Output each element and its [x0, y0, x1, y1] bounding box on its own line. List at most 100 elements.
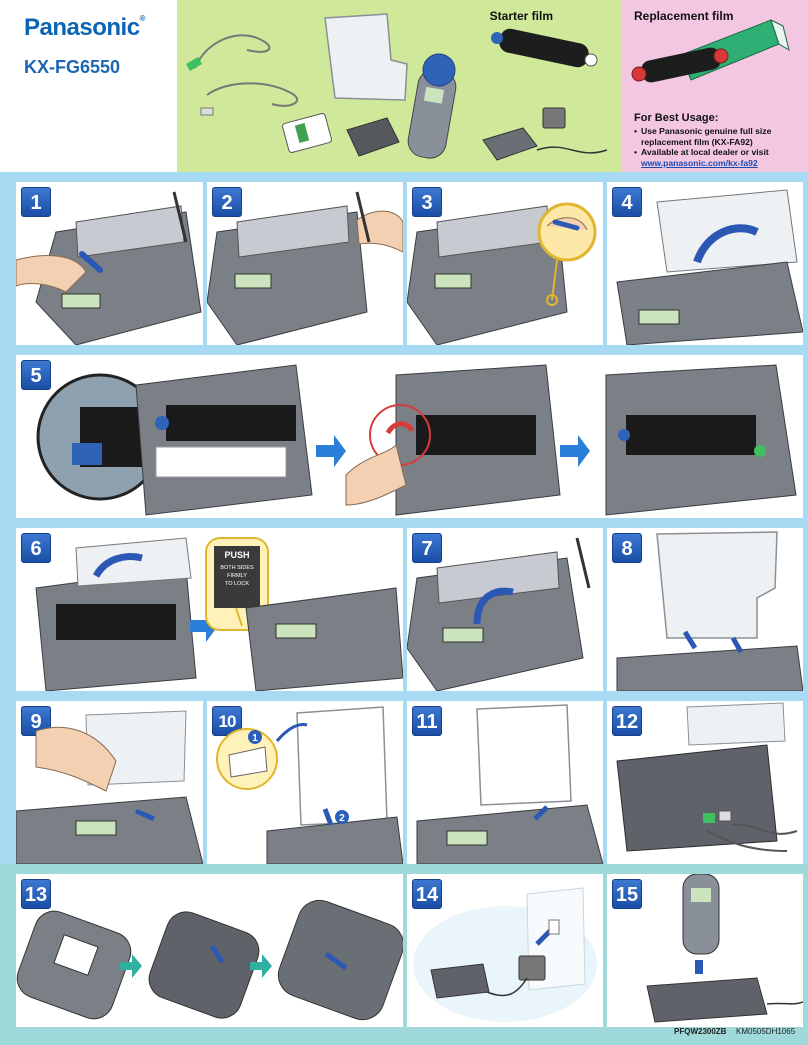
attach-paper-tray-illustration [616, 531, 803, 691]
push-label-line: TO LOCK [225, 581, 249, 587]
arrow-icon [473, 587, 514, 625]
step-4-panel: 4 [607, 182, 803, 345]
step-4-badge: 4 [612, 187, 642, 217]
replacement-roll-icon [641, 47, 721, 83]
charger-icon [430, 963, 490, 999]
next-arrow-icon [120, 954, 142, 978]
arrow-icon [134, 808, 156, 822]
replacement-film-title: Replacement film [634, 9, 734, 23]
step-5-badge: 5 [21, 360, 51, 390]
step-13-panel: 13 [16, 874, 403, 1027]
arrow-icon [730, 636, 744, 654]
step-2-badge: 2 [212, 187, 242, 217]
next-arrow-icon [316, 435, 346, 467]
steps-row-1: 1 2 3 4 [0, 172, 808, 345]
film-roll-icon [499, 28, 589, 68]
install-battery-illustration [16, 899, 403, 1021]
steps-row-3: 6 PUSH BOTH SIDES FIRMLY TO LOCK 7 [0, 518, 808, 691]
arrow-icon [552, 219, 580, 231]
step-12-panel: 12 [607, 701, 803, 864]
arrow-icon [79, 251, 103, 273]
step-9-panel: 9 [16, 701, 203, 864]
fax-press-release-illustration [407, 202, 597, 345]
ac-adaptor-icon [518, 955, 546, 981]
step-1-panel: 1 [16, 182, 203, 345]
push-label-line: FIRMLY [227, 573, 247, 579]
replacement-film-section: Replacement film For Best Usage: Use Pan… [621, 0, 808, 172]
fax-rear-icon [616, 744, 778, 852]
handset-icon [682, 874, 720, 955]
film-roll-icon [166, 405, 296, 441]
arrow-icon [682, 630, 698, 650]
handset-cord-icon [206, 82, 298, 107]
step-3-badge: 3 [412, 187, 442, 217]
starter-film-section: Starter film [177, 0, 621, 172]
arrow-icon [324, 951, 348, 971]
step-2-panel: 2 [207, 182, 403, 345]
arrow-icon [533, 805, 549, 821]
fax-lift-cover-illustration [616, 189, 803, 345]
insert-film-illustration [36, 364, 797, 516]
charger-icon [482, 127, 538, 161]
ac-adaptor-icon [542, 107, 566, 129]
brand-logo: Panasonic® [24, 14, 145, 41]
connect-charger-illustration [413, 887, 597, 1022]
hand-icon [345, 444, 407, 506]
step-14-badge: 14 [412, 879, 442, 909]
callout-number: 2 [339, 813, 345, 824]
step-11-badge: 11 [412, 706, 442, 736]
battery-cover-icon [346, 117, 400, 157]
brand-area: Panasonic® KX-FG6550 [0, 0, 177, 172]
step-6-panel: 6 PUSH BOTH SIDES FIRMLY TO LOCK [16, 528, 403, 691]
best-usage-title: For Best Usage: [634, 112, 719, 124]
paper-loaded-illustration [416, 704, 603, 864]
step-12-badge: 12 [612, 706, 642, 736]
hand-icon [16, 255, 87, 293]
arrow-icon [92, 553, 143, 578]
step-8-panel: 8 [607, 528, 803, 691]
step-7-badge: 7 [412, 533, 442, 563]
callout-number: 1 [252, 733, 258, 744]
arrow-icon [209, 944, 225, 964]
battery-icon [53, 934, 99, 976]
next-arrow-icon [560, 435, 590, 467]
step-11-panel: 11 [407, 701, 603, 864]
step-3-panel: 3 [407, 182, 603, 345]
next-arrow-icon [250, 954, 272, 978]
footer-code-secondary: KM0505DH1065 [736, 1027, 796, 1036]
best-usage-item: Available at local dealer or visitwww.pa… [634, 147, 804, 168]
push-label-title: PUSH [224, 550, 249, 560]
telephone-cord-icon [194, 34, 271, 69]
starter-kit-illustration [185, 13, 608, 161]
zoom-callout-icon [537, 202, 597, 262]
replacement-film-illustration [631, 19, 790, 83]
best-usage-item: Use Panasonic genuine full size replacem… [634, 126, 804, 147]
set-paper-support-illustration [16, 710, 203, 864]
step-6-badge: 6 [21, 533, 51, 563]
dealer-link[interactable]: www.panasonic.com/kx-fa92 [641, 157, 758, 168]
connect-cords-illustration [616, 702, 798, 852]
step-8-badge: 8 [612, 533, 642, 563]
place-handset-illustration [646, 874, 803, 1023]
footer-code-primary: PFQW2300ZB [674, 1027, 727, 1036]
paper-tray-icon [324, 13, 408, 101]
starter-film-title: Starter film [489, 9, 553, 23]
step-15-badge: 15 [612, 879, 642, 909]
fax-open-cover-illustration [16, 191, 202, 345]
push-label-line: BOTH SIDES [220, 565, 254, 571]
step-1-badge: 1 [21, 187, 51, 217]
fax-remove-tabs-illustration [207, 191, 403, 345]
step-13-badge: 13 [21, 879, 51, 909]
charger-icon [646, 977, 768, 1023]
close-front-cover-illustration [407, 537, 591, 691]
model-name: KX-FG6550 [24, 57, 121, 77]
best-usage-list: Use Panasonic genuine full size replacem… [634, 126, 804, 168]
load-paper-illustration: 1 2 [216, 706, 403, 864]
steps-row-2: 5 [0, 345, 808, 518]
arrow-icon [322, 808, 334, 826]
steps-row-4: 9 10 1 2 11 [0, 691, 808, 864]
step-10-panel: 10 1 2 [207, 701, 403, 864]
step-14-panel: 14 [407, 874, 603, 1027]
paper-stack-icon [296, 706, 388, 826]
steps-row-5: 13 14 15 [0, 864, 808, 1045]
